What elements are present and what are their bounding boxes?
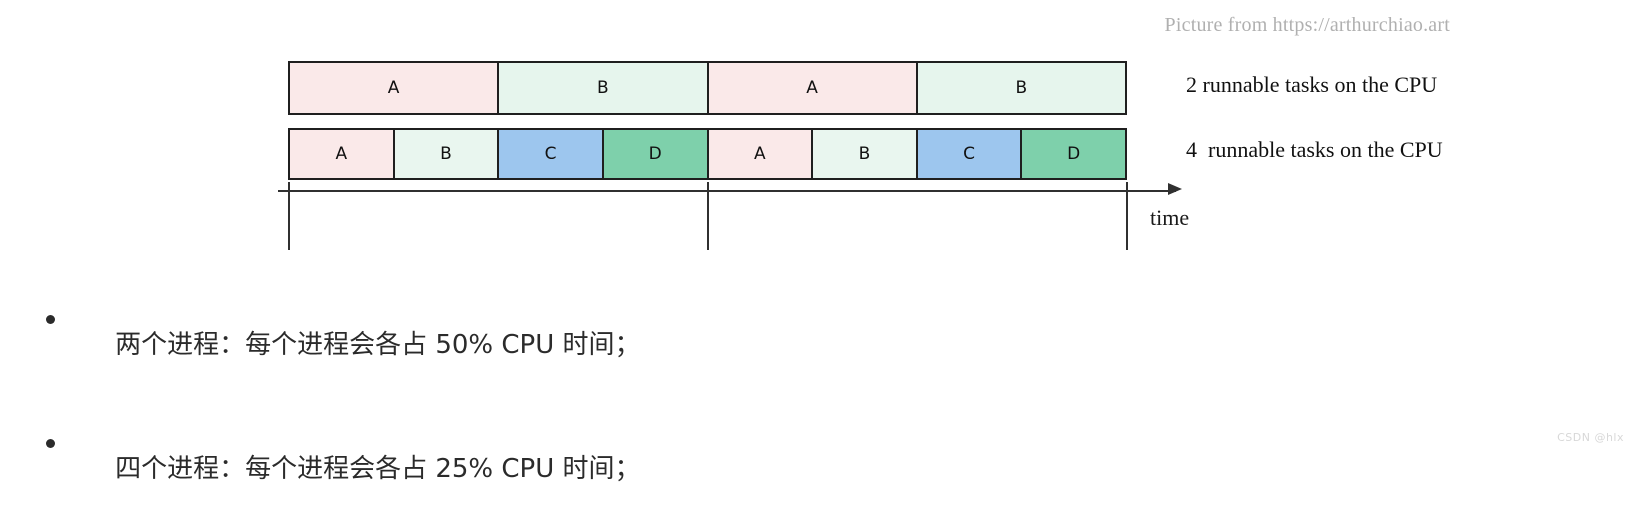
list-item: 两个进程：每个进程会各占 50% CPU 时间； xyxy=(0,306,1636,384)
task-block-label: D xyxy=(1067,144,1081,164)
task-block-label: B xyxy=(1015,78,1028,98)
task-block-label: C xyxy=(544,144,557,164)
time-axis-line xyxy=(278,190,1176,192)
bullet-list: 两个进程：每个进程会各占 50% CPU 时间； 四个进程：每个进程会各占 25… xyxy=(0,292,1636,508)
bullet-dot-icon xyxy=(46,315,55,324)
task-block-label: B xyxy=(858,144,871,164)
task-block-d: D xyxy=(603,130,709,178)
task-block-c: C xyxy=(499,130,604,178)
task-block-a: A xyxy=(708,130,814,178)
task-block-label: C xyxy=(963,144,975,164)
attribution-text: Picture from https://arthurchiao.art xyxy=(1164,14,1450,36)
axis-tick-2 xyxy=(1126,182,1128,250)
task-block-b: B xyxy=(813,130,918,178)
task-block-a: A xyxy=(290,130,395,178)
task-block-label: A xyxy=(806,78,818,98)
task-block-label: B xyxy=(440,144,452,164)
task-block-label: A xyxy=(387,78,400,98)
task-block-label: A xyxy=(753,144,766,164)
task-block-b: B xyxy=(499,63,709,113)
task-block-b: B xyxy=(917,63,1125,113)
axis-tick-1 xyxy=(707,182,709,250)
task-block-d: D xyxy=(1022,130,1125,178)
task-block-label: B xyxy=(597,78,609,98)
cpu-scheduling-diagram: A B A B A B C D A B C D time 2 runnable tasks on t… xyxy=(278,61,1443,250)
task-block-label: D xyxy=(648,144,662,164)
time-axis-arrow-icon xyxy=(1168,183,1182,195)
task-block-b: B xyxy=(394,130,500,178)
csdn-watermark: CSDN @hlx xyxy=(1557,431,1624,444)
list-item: 四个进程：每个进程会各占 25% CPU 时间； xyxy=(0,430,1636,508)
axis-tick-0 xyxy=(288,182,290,250)
bullet-text: 两个进程：每个进程会各占 50% CPU 时间； xyxy=(115,330,641,360)
time-axis-label: time xyxy=(1150,205,1190,230)
task-block-a: A xyxy=(708,63,918,113)
legend-row-4-tasks: 4 runnable tasks on the CPU xyxy=(1186,137,1443,162)
legend-row-2-tasks: 2 runnable tasks on the CPU xyxy=(1186,72,1438,97)
task-block-c: C xyxy=(917,130,1023,178)
bullet-dot-icon xyxy=(46,439,55,448)
task-block-label: A xyxy=(335,144,348,164)
task-block-a: A xyxy=(290,63,500,113)
bullet-text: 四个进程：每个进程会各占 25% CPU 时间； xyxy=(115,454,641,484)
